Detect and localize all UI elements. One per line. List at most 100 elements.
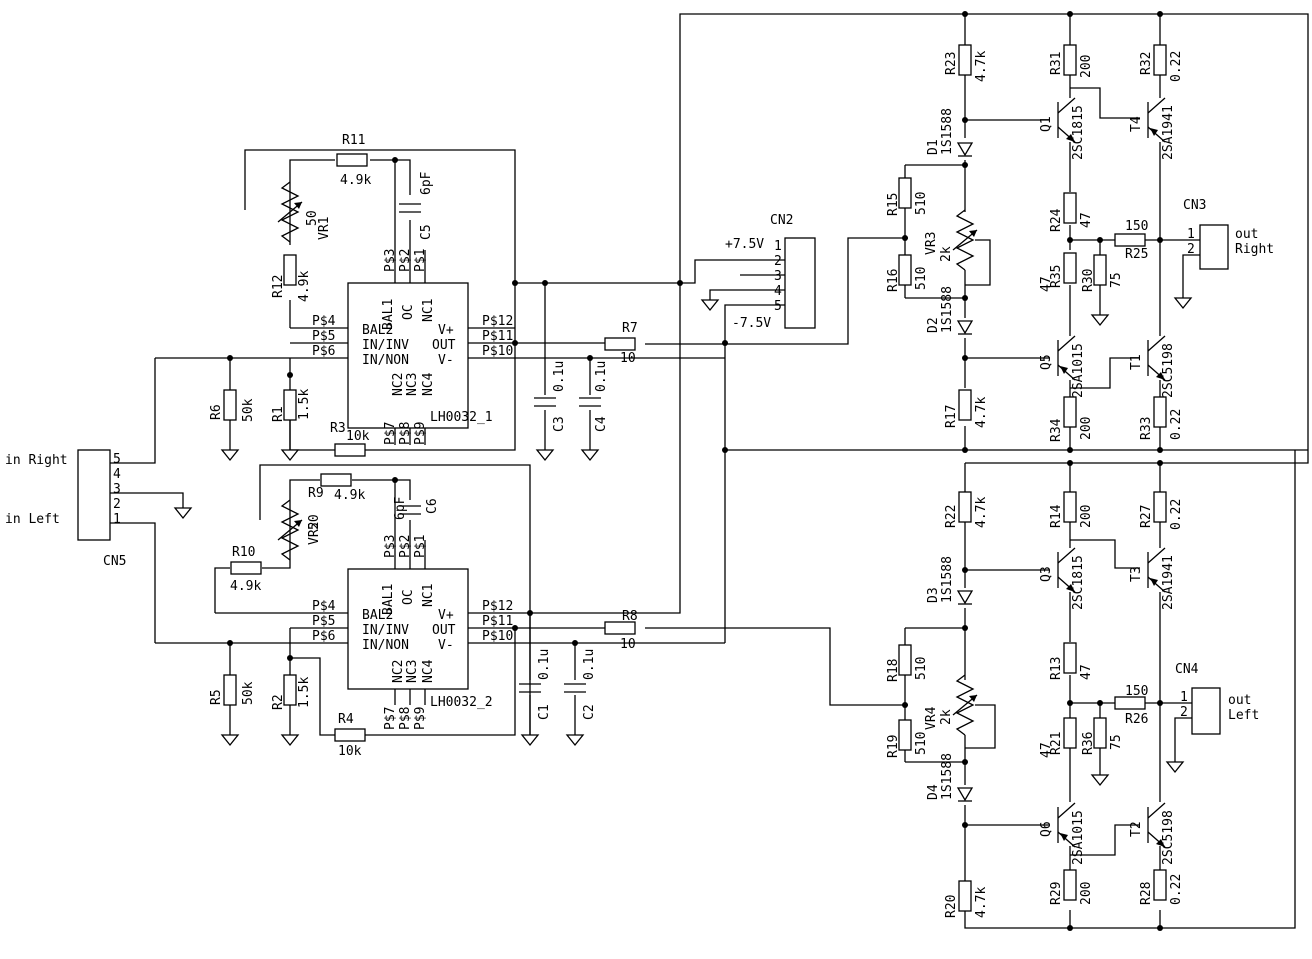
r23-value: 4.7k bbox=[974, 51, 989, 82]
r16-value: 510 bbox=[914, 267, 929, 290]
r2-name: R2 bbox=[271, 694, 286, 710]
d2-value: 1S1588 bbox=[940, 286, 955, 333]
ic1-label-nc4: NC4 bbox=[421, 372, 436, 396]
junction-dot bbox=[392, 477, 398, 483]
ic1-label-vminus: V- bbox=[438, 353, 454, 368]
junction-dot bbox=[962, 117, 968, 123]
r17-name: R17 bbox=[944, 405, 959, 428]
junction-dot bbox=[527, 610, 533, 616]
ground-symbol bbox=[280, 734, 300, 747]
r6-name: R6 bbox=[209, 404, 224, 420]
r11-value: 4.9k bbox=[340, 173, 371, 188]
in-right-label: in Right bbox=[5, 453, 68, 468]
r14-value: 200 bbox=[1079, 505, 1094, 528]
r30-name: R30 bbox=[1081, 269, 1096, 292]
vr4-name: VR4 bbox=[924, 706, 939, 730]
ic1-pin-9: P$9 bbox=[413, 422, 428, 445]
cn3-connector: CN3 1 2 out Right bbox=[1183, 198, 1274, 270]
junction-dot bbox=[1157, 460, 1163, 466]
q1-value: 2SC1815 bbox=[1071, 105, 1086, 160]
junction-dot bbox=[962, 11, 968, 17]
ic1-label-nc1: NC1 bbox=[421, 299, 436, 322]
cn2-minus-label: -7.5V bbox=[732, 316, 771, 331]
r15-value: 510 bbox=[914, 192, 929, 215]
junction-dot bbox=[1157, 925, 1163, 931]
r32-value: 0.22 bbox=[1169, 51, 1184, 82]
c1-name: C1 bbox=[537, 704, 552, 720]
c1-value: 0.1u bbox=[537, 649, 552, 680]
d4-name: D4 bbox=[926, 784, 941, 800]
d1-value: 1S1588 bbox=[940, 108, 955, 155]
in-left-label: in Left bbox=[5, 512, 60, 527]
d1-name: D1 bbox=[926, 139, 941, 155]
cn3-name: CN3 bbox=[1183, 198, 1206, 213]
junction-dot bbox=[392, 157, 398, 163]
wires-global bbox=[468, 13, 1309, 929]
cn4-name: CN4 bbox=[1175, 662, 1199, 677]
junction-dot bbox=[1067, 447, 1073, 453]
ground-symbol bbox=[1090, 314, 1110, 327]
ic2-label-nc2: NC2 bbox=[391, 660, 406, 683]
ic2-pin-12: P$12 bbox=[482, 599, 513, 614]
ic1-pin-8: P$8 bbox=[398, 422, 413, 445]
cn4-left-label: Left bbox=[1228, 708, 1259, 723]
r21-value: 47 bbox=[1039, 742, 1054, 758]
ic1-pin-6: P$6 bbox=[312, 344, 335, 359]
ground-symbol bbox=[1090, 774, 1110, 787]
lower-amp-wires bbox=[904, 522, 1200, 882]
r32-name: R32 bbox=[1139, 52, 1154, 75]
ic2-feedback bbox=[214, 464, 576, 736]
junction-dot bbox=[1097, 700, 1103, 706]
ic2-pin-6: P$6 bbox=[312, 629, 335, 644]
junction-dot bbox=[512, 625, 518, 631]
ground-symbol bbox=[535, 449, 555, 462]
r25-name: R25 bbox=[1125, 247, 1148, 262]
ic1-name: LH0032_1 bbox=[430, 410, 493, 425]
ic1-pin-3: P$3 bbox=[383, 249, 398, 272]
ic1-label-out: OUT bbox=[432, 338, 456, 353]
r30-value: 75 bbox=[1109, 272, 1124, 288]
cn2-pin-2: 2 bbox=[774, 254, 782, 269]
t2-name: T2 bbox=[1129, 821, 1144, 837]
cn5-name: CN5 bbox=[103, 554, 126, 569]
ic1-label-in-inv: IN/INV bbox=[362, 338, 409, 353]
r4-name: R4 bbox=[338, 712, 354, 727]
q5-name: Q5 bbox=[1039, 354, 1054, 370]
ic2-lh0032-2: BAL1 OC NC1 BAL2 IN/INV IN/NON V+ OUT V-… bbox=[155, 478, 605, 730]
r26-value: 150 bbox=[1125, 684, 1148, 699]
r35-value: 47 bbox=[1039, 276, 1054, 292]
q6-value: 2SA1015 bbox=[1071, 810, 1086, 865]
junction-dot bbox=[962, 759, 968, 765]
t4-name: T4 bbox=[1129, 116, 1144, 132]
cn5-connector: 5 4 3 2 1 CN5 in Right in Left bbox=[5, 358, 184, 643]
vr1-value: 50 bbox=[305, 210, 320, 226]
junction-dot bbox=[287, 372, 293, 378]
vr2-name: VR2 bbox=[307, 522, 322, 545]
c4-name: C4 bbox=[594, 416, 609, 432]
t4-value: 2SA1941 bbox=[1161, 105, 1176, 160]
cn2-pin-3: 3 bbox=[774, 269, 782, 284]
r28-value: 0.22 bbox=[1169, 874, 1184, 905]
ground-symbol bbox=[1165, 761, 1185, 774]
cn2-pin-1: 1 bbox=[774, 239, 782, 254]
cn3-out-label: out bbox=[1235, 227, 1258, 242]
r9-value: 4.9k bbox=[334, 488, 365, 503]
resistor-r32: R32 0.22 bbox=[1139, 44, 1184, 82]
ic2-pin-5: P$5 bbox=[312, 614, 335, 629]
ground-symbol bbox=[173, 507, 193, 520]
r31-value: 200 bbox=[1079, 55, 1094, 78]
ic2-label-nc4: NC4 bbox=[421, 659, 436, 683]
